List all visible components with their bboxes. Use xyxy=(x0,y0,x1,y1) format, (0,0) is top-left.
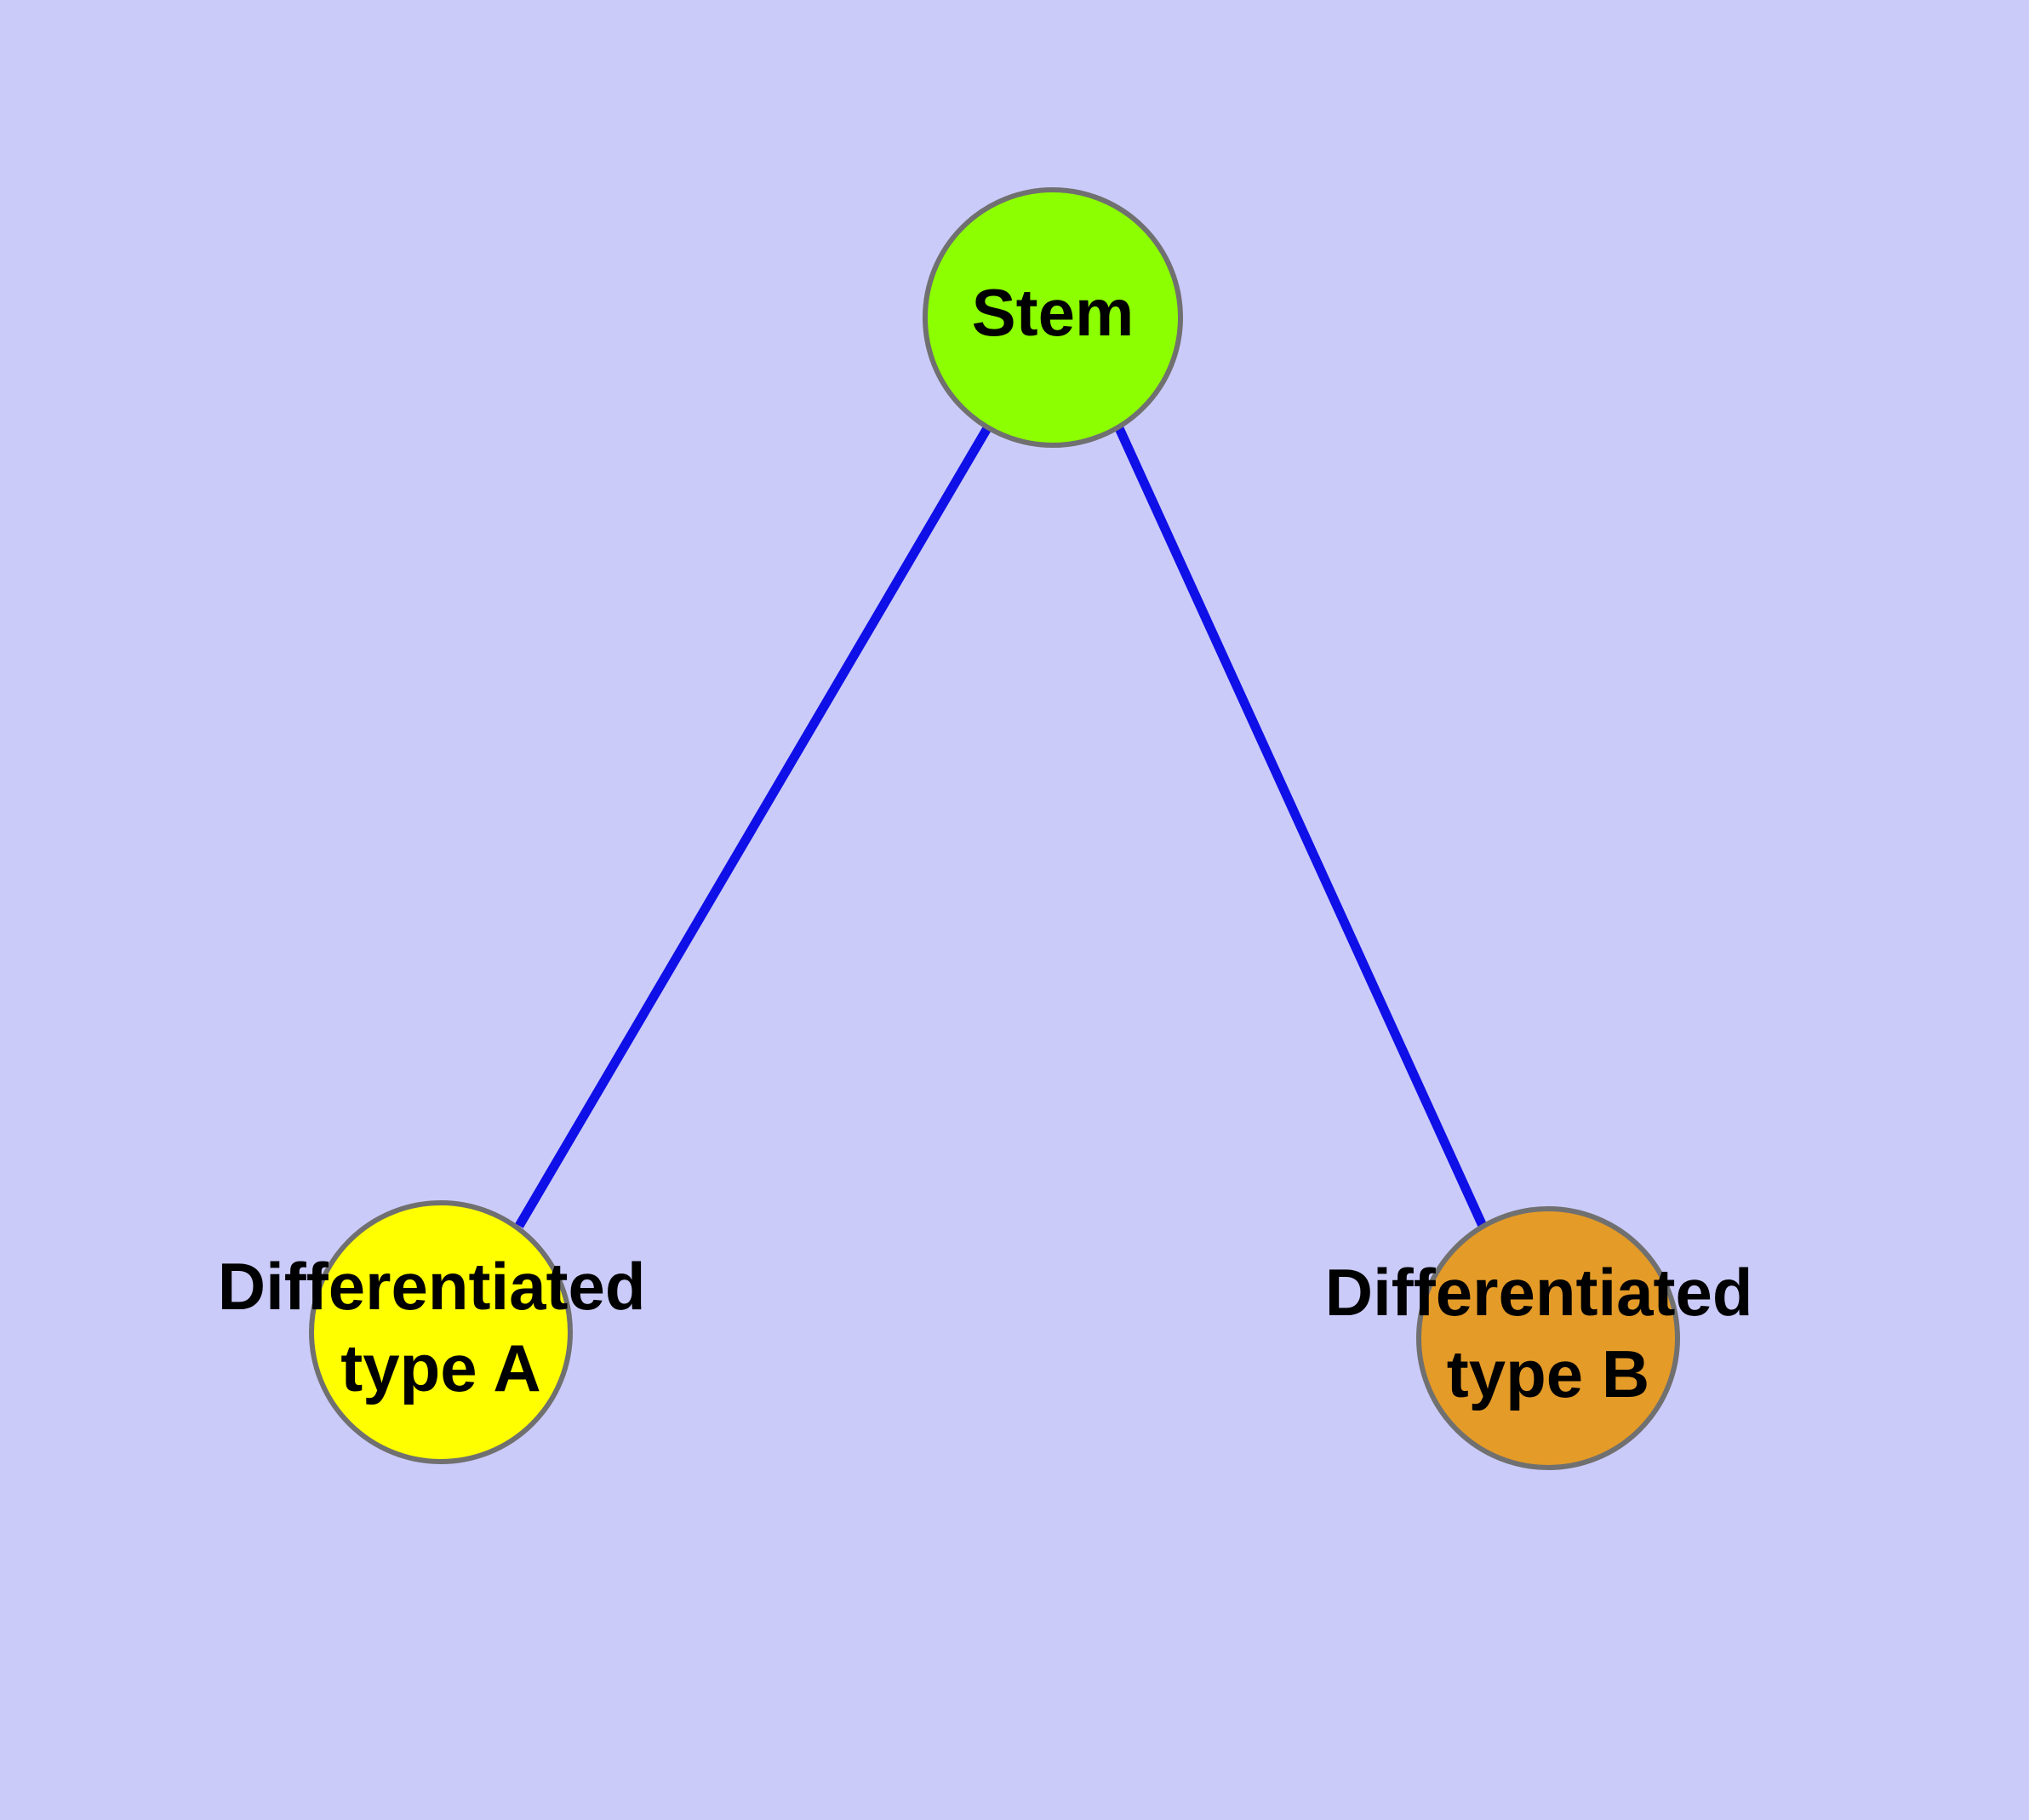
node-differentiated-type-a[interactable]: Differentiated type A xyxy=(218,1200,664,1464)
nodes-layer: Stem Differentiated type A Differentiate… xyxy=(218,187,1771,1470)
node-stem-label-line-1: Stem xyxy=(972,275,1135,350)
node-differentiated-type-b-label-line-2: type B xyxy=(1447,1336,1649,1411)
edges-layer xyxy=(515,426,1488,1228)
node-differentiated-type-b[interactable]: Differentiated type B xyxy=(1325,1206,1771,1470)
node-differentiated-type-b-circle[interactable] xyxy=(1416,1206,1680,1470)
node-differentiated-type-a-circle[interactable] xyxy=(309,1200,573,1464)
node-differentiated-type-b-label-line-1: Differentiated xyxy=(1325,1255,1753,1330)
node-differentiated-type-a-label: Differentiated type A xyxy=(218,1249,664,1405)
node-stem[interactable]: Stem xyxy=(923,187,1183,448)
node-stem-label: Stem xyxy=(972,275,1135,350)
node-stem-circle[interactable] xyxy=(923,187,1183,448)
edge-stem-to-differentiated-type-a[interactable] xyxy=(515,426,992,1228)
edge-stem-to-differentiated-type-b[interactable] xyxy=(1114,426,1488,1228)
node-differentiated-type-b-label: Differentiated type B xyxy=(1325,1255,1771,1411)
node-differentiated-type-a-label-line-2: type A xyxy=(340,1331,541,1405)
node-differentiated-type-a-label-line-1: Differentiated xyxy=(218,1249,646,1324)
